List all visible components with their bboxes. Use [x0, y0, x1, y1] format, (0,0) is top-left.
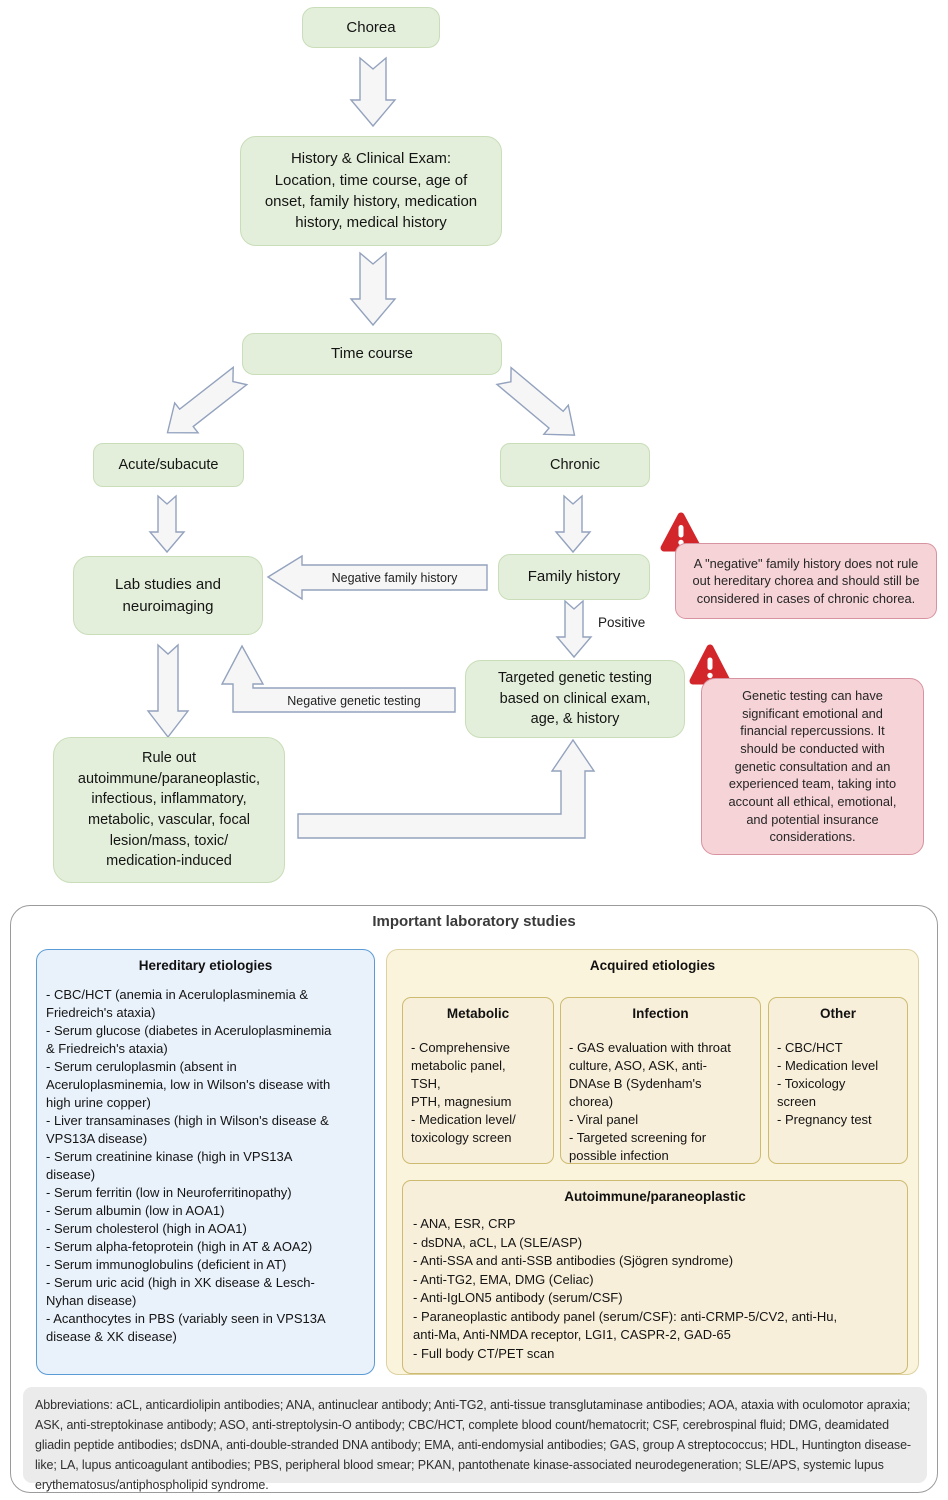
autoimmune-paraneoplastic-box: Autoimmune/paraneoplastic - ANA, ESR, CR… — [402, 1180, 908, 1374]
list-item: - Pregnancy test — [777, 1112, 872, 1127]
other-box: Other - CBC/HCT - Medication level - Toxic… — [768, 997, 908, 1164]
node-time-course: Time course — [242, 333, 502, 375]
list-item: - Serum ferritin (low in Neuroferritinop… — [46, 1185, 292, 1200]
infection-box: Infection - GAS evaluation with throat c… — [560, 997, 761, 1164]
list-item: - Liver transaminases (high in Wilson's … — [46, 1113, 329, 1146]
list-item: - Paraneoplastic antibody panel (serum/C… — [413, 1308, 838, 1343]
list-item: - Medication level — [777, 1058, 879, 1073]
node-rule-out: Rule out autoimmune/paraneoplastic, infe… — [53, 737, 285, 883]
arrow-acute-to-lab-icon — [148, 494, 186, 554]
node-acute-subacute: Acute/subacute — [93, 443, 244, 487]
list-item: - Comprehensive metabolic panel, TSH, PT… — [411, 1040, 512, 1109]
metabolic-title: Metabolic — [446, 1006, 510, 1021]
list-item: - dsDNA, aCL, LA (SLE/ASP) — [413, 1234, 583, 1250]
infection-list: - GAS evaluation with throat culture, AS… — [561, 1039, 760, 1165]
list-item: - Serum immunoglobulins (deficient in AT… — [46, 1257, 287, 1272]
arrow-timecourse-to-acute-icon — [166, 365, 249, 434]
autoimmune-paraneoplastic-title: Autoimmune/paraneoplastic — [564, 1189, 746, 1204]
list-item: - Viral panel — [569, 1112, 639, 1127]
list-item: - Anti-TG2, EMA, DMG (Celiac) — [413, 1271, 594, 1287]
list-item: - Acanthocytes in PBS (variably seen in … — [46, 1311, 326, 1344]
panel-title: Important laboratory studies — [372, 913, 576, 930]
list-item: - Anti-SSA and anti-SSB antibodies (Sjög… — [413, 1253, 734, 1268]
metabolic-list: - Comprehensive metabolic panel, TSH, PT… — [403, 1039, 553, 1147]
list-item: - Anti-IgLON5 antibody (serum/CSF) — [413, 1290, 623, 1305]
list-item: - ANA, ESR, CRP — [413, 1216, 516, 1231]
acquired-etiologies-title: Acquired etiologies — [589, 958, 716, 973]
list-item: - Serum cholesterol (high in AOA1) — [46, 1221, 247, 1236]
node-chronic: Chronic — [500, 443, 650, 487]
node-lab-studies-neuroimaging: Lab studies and neuroimaging — [73, 556, 263, 635]
arrow-label-positive: Positive — [598, 615, 646, 630]
list-item: - Targeted screening for possible infect… — [569, 1130, 707, 1163]
warning-callout-family-history: A "negative" family history does not rul… — [675, 543, 937, 619]
node-history-clinical-exam: History & Clinical Exam: Location, time … — [240, 136, 502, 246]
metabolic-box: Metabolic - Comprehensive metabolic pane… — [402, 997, 554, 1164]
acquired-etiologies-box: Acquired etiologies Metabolic - Comprehe… — [386, 949, 919, 1375]
node-targeted-genetic-testing: Targeted genetic testing based on clinic… — [465, 660, 685, 738]
arrow-family-to-targeted-icon — [555, 599, 593, 659]
list-item: - Medication level/ toxicology screen — [411, 1112, 516, 1145]
arrow-label-negative-family-history: Negative family history — [331, 571, 458, 585]
list-item: - Serum ceruloplasmin (absent in Acerulo… — [46, 1059, 331, 1110]
arrow-label-negative-genetic-testing: Negative genetic testing — [287, 693, 421, 708]
warning-exclamation-icon — [678, 525, 684, 538]
list-item: - CBC/HCT (anemia in Aceruloplasminemia … — [46, 987, 309, 1020]
node-family-history: Family history — [498, 554, 650, 600]
list-item: - Serum alpha-fetoprotein (high in AT & … — [46, 1239, 313, 1254]
arrow-lab-to-ruleout-icon — [146, 643, 190, 739]
hereditary-etiologies-list: - CBC/HCT (anemia in Aceruloplasminemia … — [37, 986, 374, 1346]
arrow-negative-genetic-testing-icon — [220, 644, 456, 713]
arrow-ruleout-to-targeted-icon — [297, 738, 596, 839]
warning-exclamation-icon — [707, 657, 713, 670]
list-item: - GAS evaluation with throat culture, AS… — [569, 1040, 731, 1109]
other-title: Other — [819, 1006, 856, 1021]
list-item: - Serum creatinine kinase (high in VPS13… — [46, 1149, 293, 1182]
hereditary-etiologies-box: Hereditary etiologies - CBC/HCT (anemia … — [36, 949, 375, 1375]
node-chorea: Chorea — [302, 7, 440, 48]
list-item: - CBC/HCT — [777, 1040, 843, 1055]
list-item: - Full body CT/PET scan — [413, 1345, 555, 1361]
arrow-timecourse-to-chronic-icon — [495, 366, 576, 436]
arrow-negative-family-history-icon — [266, 554, 488, 601]
autoimmune-paraneoplastic-list: - ANA, ESR, CRP - dsDNA, aCL, LA (SLE/ASP… — [403, 1215, 907, 1363]
infection-title: Infection — [632, 1006, 689, 1021]
list-item: - Toxicology screen — [777, 1076, 846, 1109]
warning-exclamation-dot-icon — [707, 672, 713, 679]
arrow-chorea-to-history-icon — [349, 56, 397, 128]
list-item: - Serum albumin (low in AOA1) — [46, 1203, 225, 1218]
important-laboratory-studies-panel: Important laboratory studies Hereditary … — [10, 905, 938, 1493]
list-item: - Serum glucose (diabetes in Aceruloplas… — [46, 1023, 332, 1056]
arrow-history-to-timecourse-icon — [349, 251, 397, 327]
list-item: - Serum uric acid (high in XK disease & … — [46, 1275, 315, 1308]
other-list: - CBC/HCT - Medication level - Toxicology … — [769, 1039, 907, 1129]
arrow-chronic-to-family-icon — [554, 494, 592, 554]
warning-callout-genetic-testing: Genetic testing can have significant emo… — [701, 678, 924, 855]
hereditary-etiologies-title: Hereditary etiologies — [138, 958, 273, 973]
abbreviations-box: Abbreviations: aCL, anticardiolipin anti… — [23, 1387, 927, 1492]
flowchart-arrows-layer — [146, 56, 731, 839]
